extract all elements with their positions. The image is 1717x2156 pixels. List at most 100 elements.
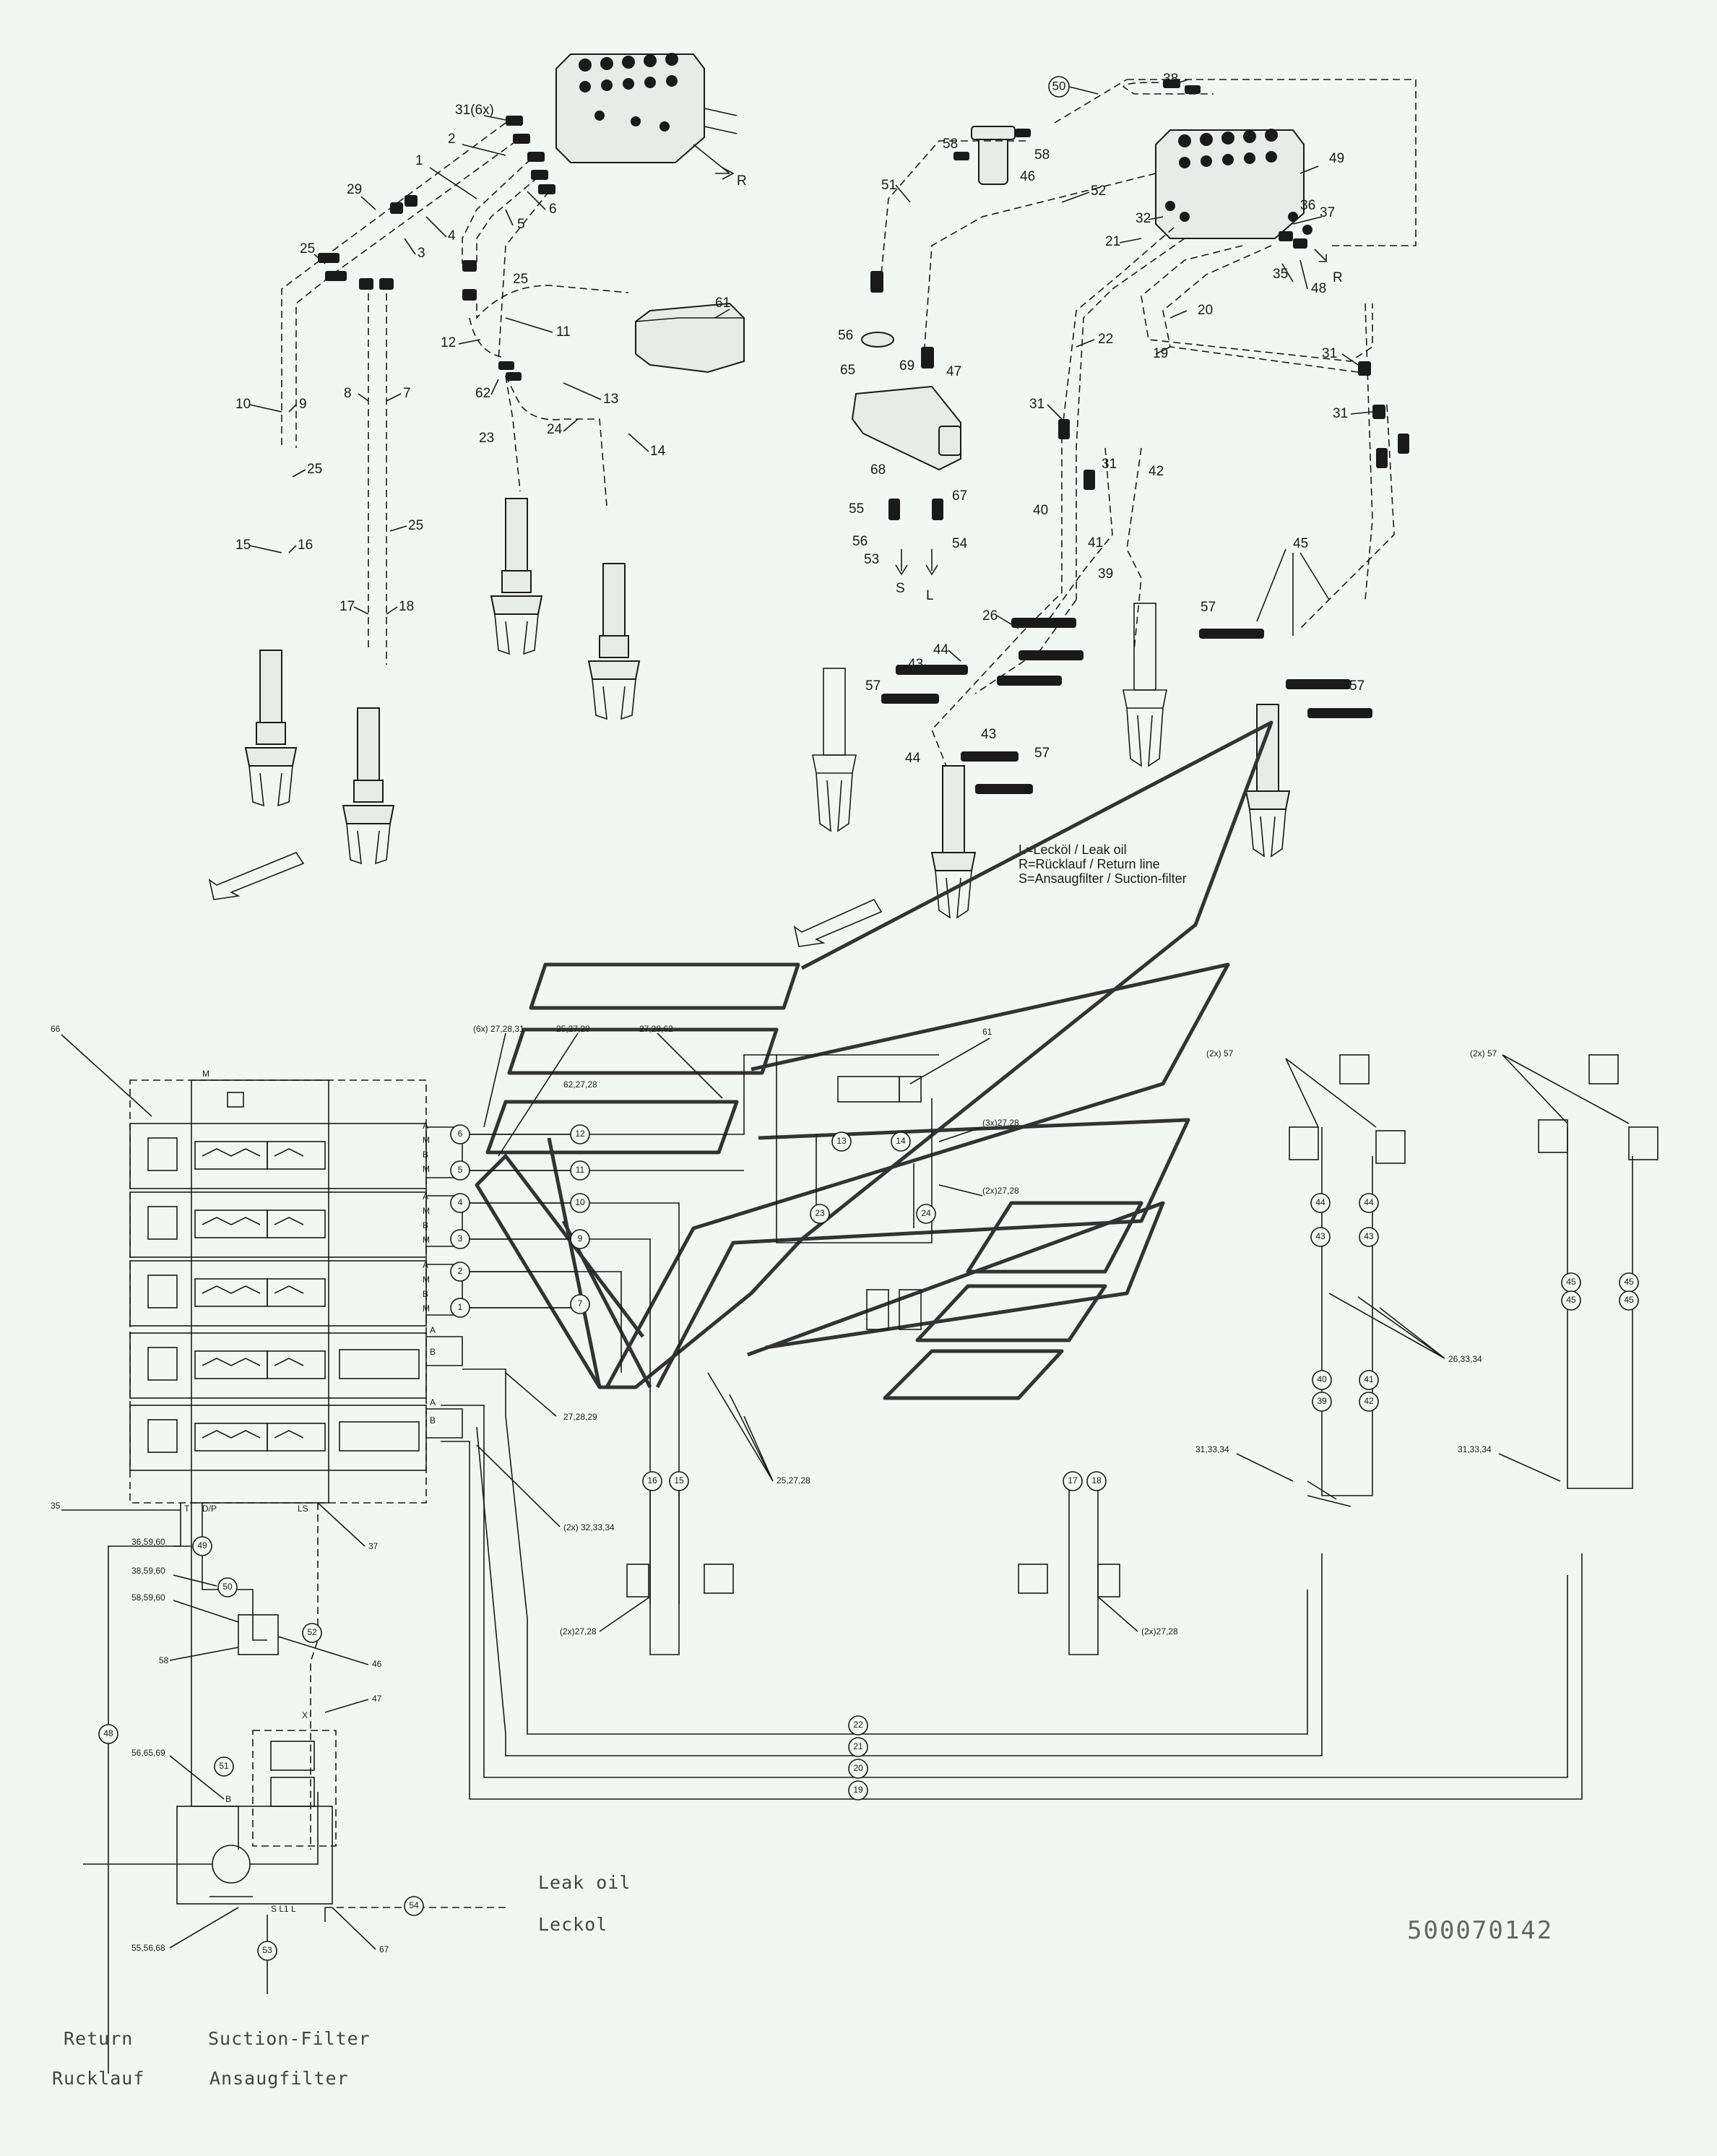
valve-bottom-ports: T D/P LS: [184, 1504, 308, 1514]
leak-oil-de: Leckol: [538, 1914, 607, 1935]
callout-circle-44-21: [1359, 1193, 1379, 1213]
label-58a: 58: [943, 137, 958, 152]
label-43b: 43: [981, 727, 996, 742]
group-31-left: 31,33,34: [1195, 1444, 1229, 1454]
callout-circle-12-6: [570, 1124, 590, 1144]
label-54: 54: [952, 536, 968, 551]
callout-label-23-13: 23: [815, 1208, 825, 1218]
callout-circle-53-39: [257, 1941, 277, 1961]
label-20: 20: [1198, 303, 1213, 318]
label-29: 29: [347, 182, 362, 197]
group-6x: (6x) 27,28,31: [473, 1024, 524, 1034]
schematic-group-labels: (6x) 27,28,31 25,27,28 27,28,62 62,27,28…: [51, 1024, 1497, 1954]
callout-circle-16-15: [642, 1471, 662, 1491]
callout-label-12-6: 12: [575, 1129, 585, 1139]
valve-61: [635, 302, 745, 374]
label-53: 53: [864, 552, 879, 567]
callout-label-54-40: 54: [409, 1900, 419, 1910]
label-44b: 44: [905, 751, 921, 766]
port-x: X: [302, 1710, 308, 1720]
label-58b: 58: [1034, 147, 1050, 163]
callout-circle-6-0: [450, 1124, 470, 1144]
label-9: 9: [299, 397, 307, 412]
leak-oil-en: Leak oil: [538, 1872, 631, 1893]
port-letter-a3: A: [423, 1260, 428, 1270]
callout-circle-11-7: [570, 1160, 590, 1181]
spool-symbols: [147, 1092, 420, 1453]
label-5: 5: [517, 217, 525, 232]
label-31-6x: 31(6x): [455, 103, 494, 118]
callout-label-18-18: 18: [1091, 1475, 1102, 1486]
callout-label-40-23: 40: [1317, 1374, 1327, 1384]
schematic-lines: [83, 1054, 1658, 2074]
ref-55: 55,56,68: [131, 1943, 165, 1953]
ref-56: 56,65,69: [131, 1748, 165, 1758]
callout-label-20-33: 20: [853, 1763, 863, 1773]
group-3x: (3x)27,28: [982, 1118, 1019, 1128]
port-t: T: [184, 1504, 190, 1514]
callout-label-10-8: 10: [575, 1197, 585, 1207]
label-1: 1: [415, 153, 423, 168]
filter-46: [971, 126, 1016, 185]
ref-67: 67: [379, 1944, 389, 1954]
label-47: 47: [946, 364, 961, 379]
label-31c: 31: [1333, 406, 1348, 421]
callout-circle-48-41: [98, 1724, 118, 1744]
label-50: 50: [1052, 79, 1066, 92]
port-ls: LS: [298, 1504, 308, 1514]
group-27-28-29: 27,28,29: [563, 1412, 597, 1422]
control-valve-block-left: [555, 53, 738, 174]
label-46: 46: [1020, 169, 1035, 184]
callout-circle-45-30: [1619, 1290, 1639, 1311]
port-r-left: R: [715, 167, 747, 189]
callout-label-13-11: 13: [836, 1136, 847, 1146]
legend: L=Lecköl / Leak oil R=Rücklauf / Return …: [1018, 842, 1187, 886]
callout-circle-13-11: [831, 1131, 852, 1152]
label-11: 11: [556, 324, 571, 340]
label-12: 12: [441, 335, 456, 350]
callout-label-16-15: 16: [647, 1475, 657, 1486]
ref-35: 35: [51, 1501, 61, 1511]
label-40: 40: [1033, 503, 1048, 518]
return-de: Rucklauf: [52, 2068, 144, 2089]
label-38: 38: [1163, 72, 1178, 87]
group-cyl-left: (2x)27,28: [560, 1626, 597, 1637]
callout-circle-21-32: [848, 1737, 868, 1757]
port-letter-a2: A: [423, 1191, 428, 1202]
callout-label-50-36: 50: [222, 1582, 233, 1592]
label-62: 62: [475, 386, 490, 401]
callout-label-45-28: 45: [1566, 1295, 1576, 1305]
legend-leak: L=Lecköl / Leak oil: [1018, 842, 1127, 857]
callout-label-3-3: 3: [458, 1233, 463, 1243]
callout-circle-50-36: [217, 1577, 238, 1597]
group-62: 62,27,28: [563, 1079, 597, 1090]
callout-circle-41-25: [1359, 1370, 1379, 1390]
label-2: 2: [448, 131, 456, 147]
label-31d: 31: [1102, 457, 1117, 472]
label-48: 48: [1311, 281, 1326, 296]
schematic-leaders: [61, 1032, 1561, 1950]
label-55: 55: [849, 501, 864, 517]
group-27-62: 27,28,62: [639, 1024, 673, 1034]
label-25d: 25: [408, 518, 423, 533]
callout-circle-49-35: [192, 1536, 212, 1556]
callout-label-2-4: 2: [458, 1266, 463, 1276]
callout-circle-44-19: [1310, 1193, 1331, 1213]
legend-return: R=Rücklauf / Return line: [1018, 857, 1160, 871]
port-b: B: [225, 1794, 231, 1804]
label-14: 14: [650, 444, 666, 459]
callout-label-22-31: 22: [853, 1720, 863, 1730]
callout-circle-19-34: [848, 1780, 868, 1801]
port-letter-b4: B: [430, 1347, 436, 1357]
callout-label-45-27: 45: [1566, 1277, 1576, 1287]
label-10: 10: [235, 397, 251, 412]
label-25b: 25: [513, 272, 528, 287]
callout-label-19-34: 19: [853, 1785, 863, 1795]
label-42: 42: [1149, 464, 1164, 479]
port-letter-m6: M: [423, 1303, 430, 1314]
group-2x-a: (2x)27,28: [982, 1186, 1019, 1196]
ref-38: 38,59,60: [131, 1566, 165, 1576]
callout-label-5-1: 5: [458, 1165, 463, 1175]
callout-circle-23-13: [810, 1204, 830, 1224]
